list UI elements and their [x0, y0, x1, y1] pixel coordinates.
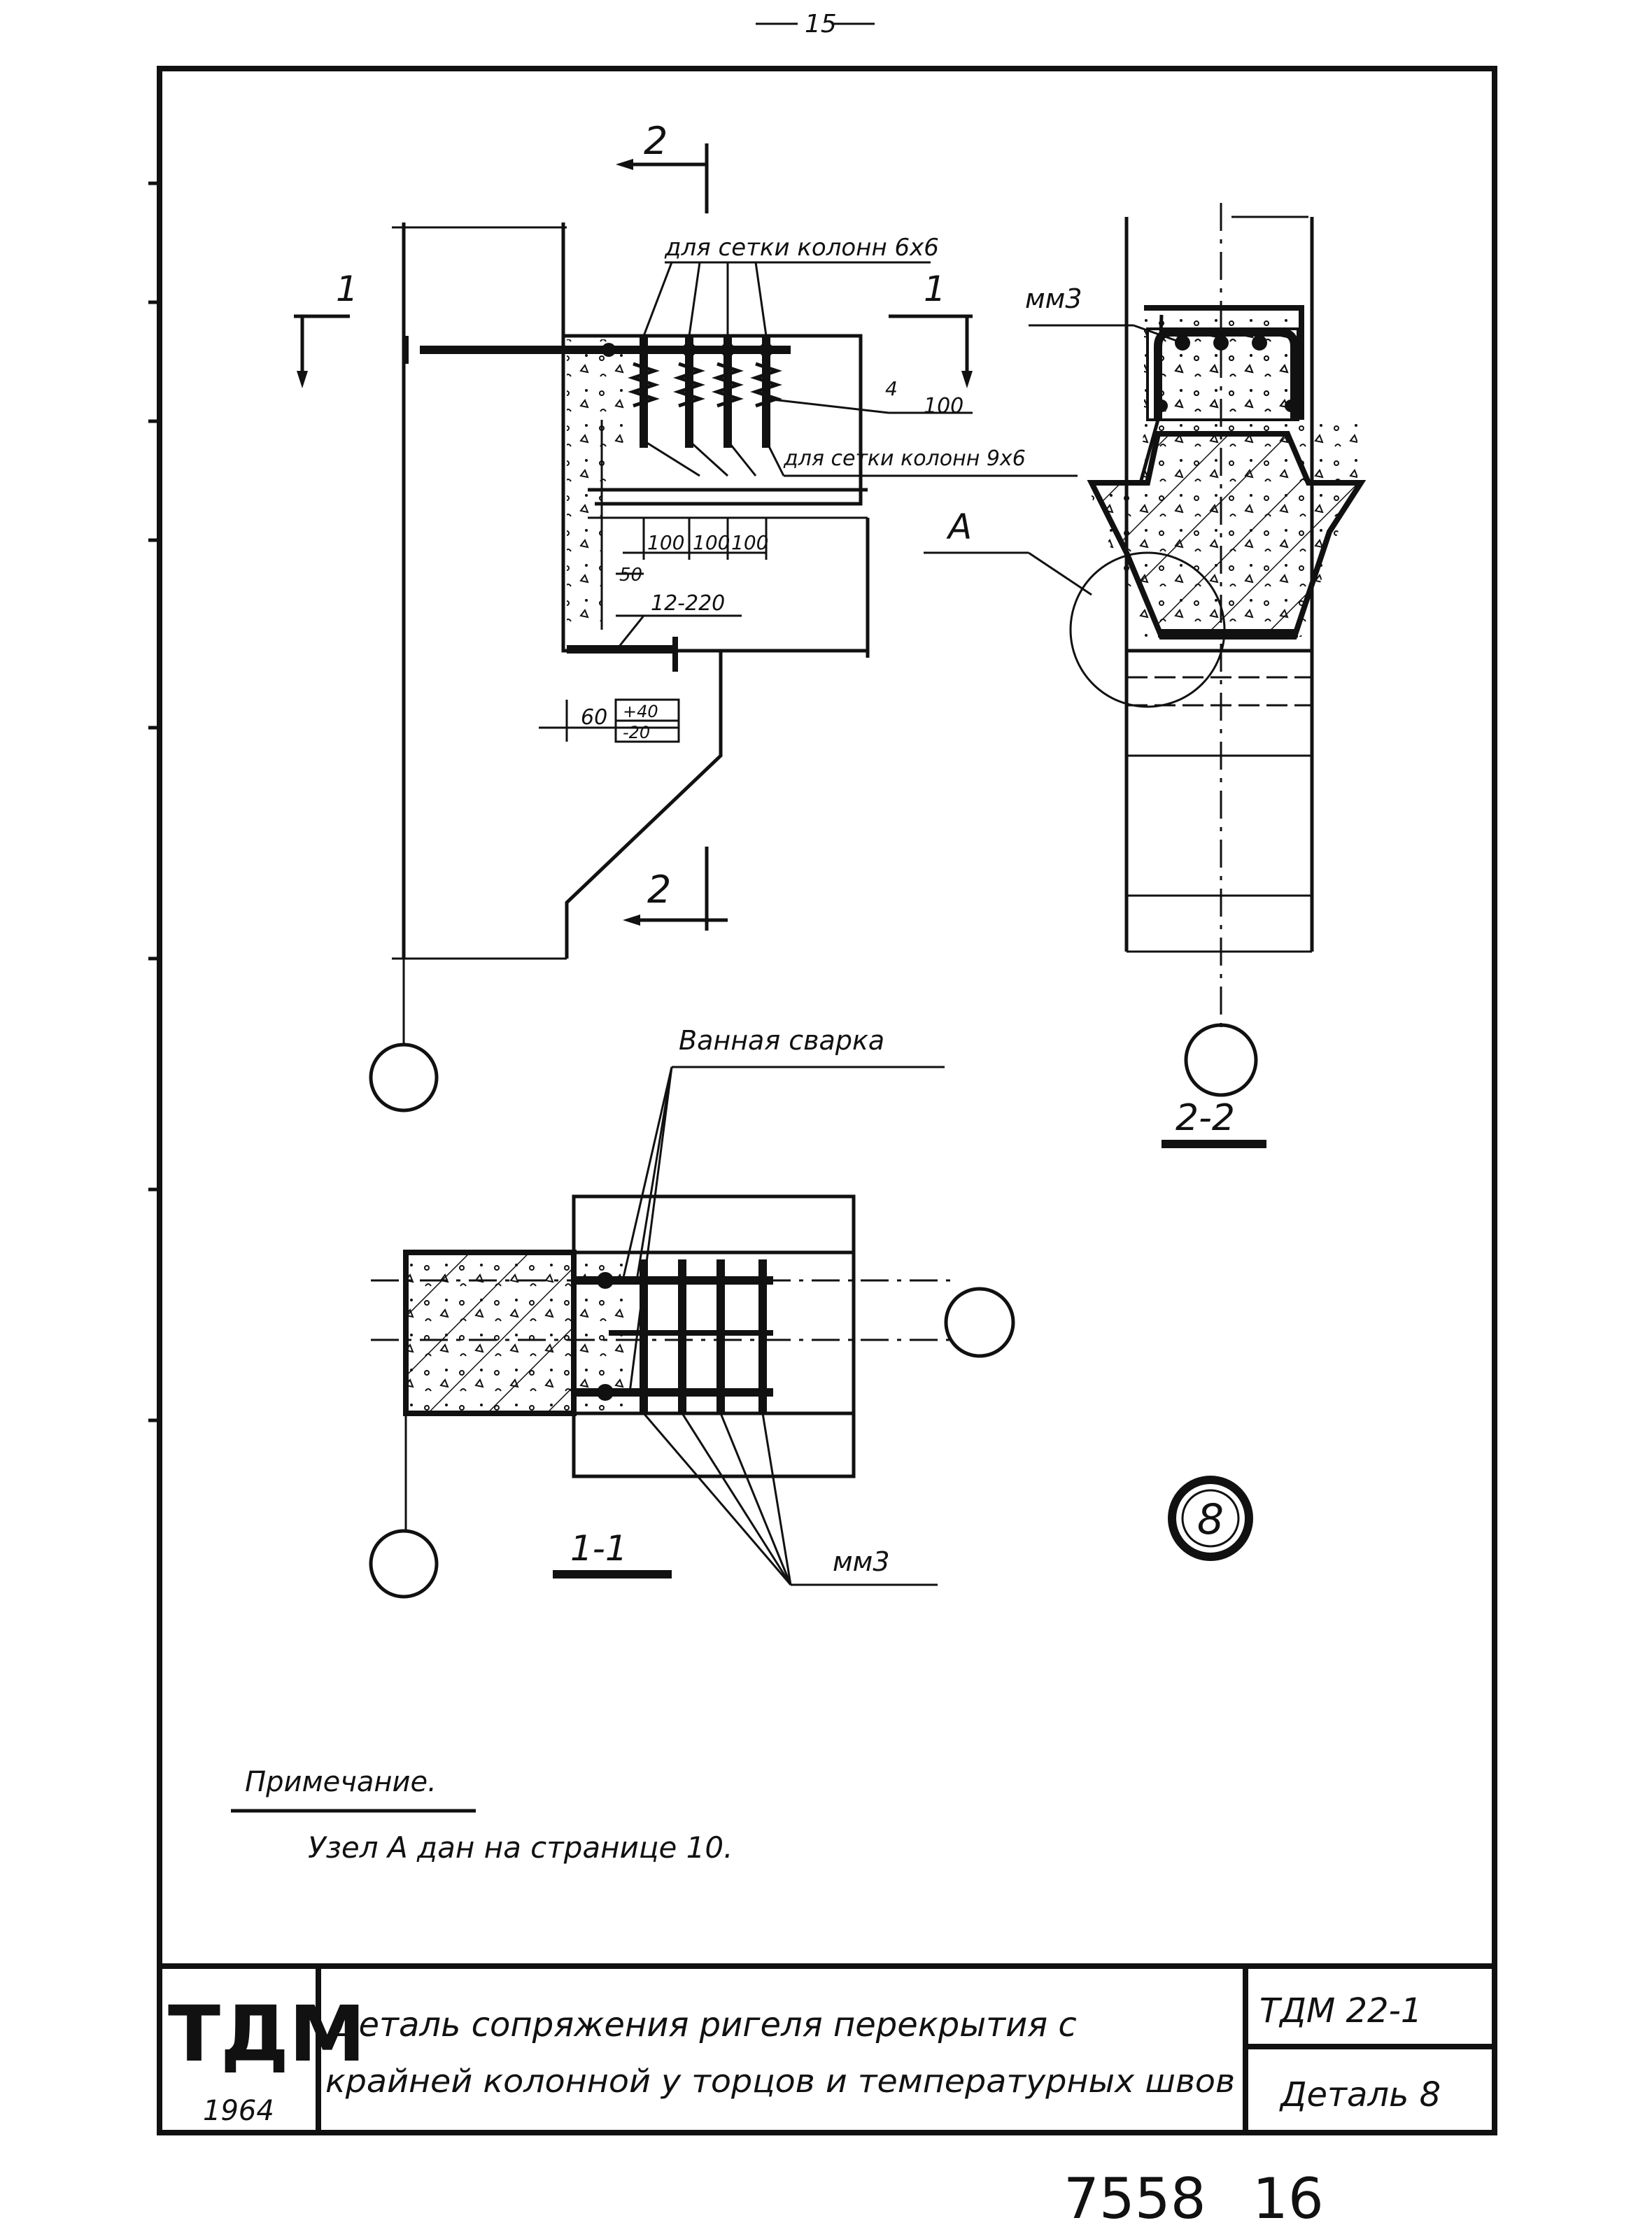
section-1-1-title: 1-1: [570, 1528, 628, 1569]
svg-text:1: 1: [924, 269, 946, 309]
label-mm3-2-2: мм3: [1025, 283, 1082, 314]
detail-label: Деталь 8: [1279, 2075, 1441, 2114]
dim-spacing-3: 100: [731, 531, 768, 554]
stirrups: [602, 336, 782, 448]
section-mark-2-bottom: 2: [623, 847, 728, 931]
dim-50: 50: [619, 565, 642, 586]
section-1-1-view: Ванная сварка мм3 1-1: [369, 1025, 1015, 1599]
axis-bubble-1-1-right: [944, 1287, 1015, 1358]
note-text: Узел А дан на странице 10.: [308, 1830, 733, 1865]
svg-text:2: 2: [647, 868, 671, 912]
doc-code: ТДМ 22-1: [1259, 1991, 1422, 2030]
logo-tdm: ТДМ: [168, 1989, 365, 2079]
detail-number-badge: 8: [1168, 1476, 1253, 1561]
sheet-frame: [157, 66, 1497, 2135]
dim-4: 4: [885, 377, 898, 400]
dim-tol-plus: +40: [623, 702, 658, 721]
dim-tol-minus: -20: [623, 723, 650, 742]
elevation-view: 1 1 2 2 для сетки колонн 6x6 для сетки к…: [294, 119, 1078, 1113]
frame-ticks: [148, 181, 160, 1422]
node-a-callout: [1069, 551, 1226, 708]
title-line-1: Деталь сопряжения ригеля перекрытия с: [331, 2005, 1077, 2044]
title-block: ТДМ 1964 Деталь сопряжения ригеля перекр…: [160, 1963, 1495, 2133]
section-2-2-view: мм3 А 2-2: [924, 203, 1367, 1148]
dim-60: 60: [581, 705, 607, 730]
label-weld: Ванная сварка: [679, 1025, 884, 1056]
svg-text:2: 2: [644, 119, 668, 163]
axis-bubble-1-1-bottom: [369, 1529, 439, 1599]
label-node-a: А: [946, 507, 972, 547]
dim-spacing-2: 100: [693, 531, 730, 554]
title-line-2: крайней колонной у торцов и температурны…: [325, 2063, 1235, 2100]
axis-bubble-elevation: [369, 1043, 439, 1113]
axis-bubble-2-2: [1184, 1023, 1258, 1097]
dim-spacing-1: 100: [647, 531, 684, 554]
label-grid-6x6: для сетки колонн 6x6: [664, 234, 939, 262]
dim-100: 100: [924, 394, 963, 418]
year: 1964: [203, 2095, 274, 2127]
label-mm3-1-1: мм3: [833, 1546, 890, 1577]
svg-text:15: 15: [805, 10, 837, 38]
label-grid-9x6: для сетки колонн 9x6: [783, 446, 1026, 471]
note-block: Примечание. Узел А дан на странице 10.: [231, 1766, 733, 1865]
page-number-top: 15: [756, 10, 875, 38]
note-heading: Примечание.: [245, 1766, 437, 1798]
section-mark-1-left: 1: [294, 269, 358, 388]
section-mark-2-top: 2: [616, 119, 709, 213]
section-2-2-title: 2-2: [1176, 1097, 1235, 1139]
svg-text:1: 1: [336, 269, 358, 309]
svg-text:8: 8: [1197, 1495, 1224, 1544]
dim-12-220: 12-220: [651, 591, 725, 616]
sheet-number: 16: [1252, 2166, 1324, 2231]
stamp-number: 7558: [1064, 2166, 1206, 2231]
section-mark-1-right: 1: [889, 269, 973, 388]
